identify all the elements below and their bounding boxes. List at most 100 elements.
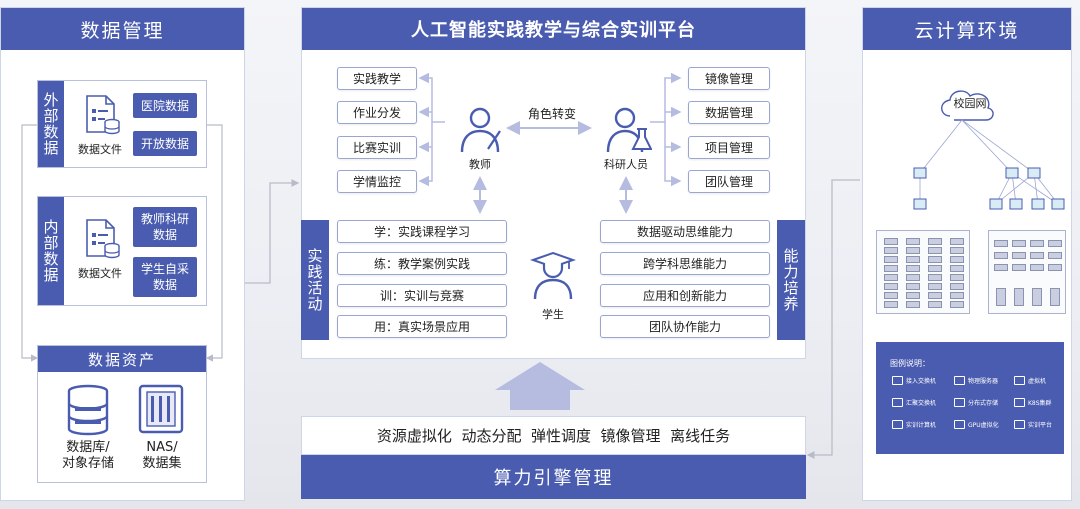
storage-unit	[1032, 288, 1042, 306]
database-icon	[67, 384, 109, 436]
nas-dataset-label: NAS/ 数据集	[142, 440, 182, 471]
engine-title: 算力引擎管理	[301, 455, 806, 499]
server-unit	[1048, 240, 1062, 247]
vm-icon	[1014, 376, 1025, 385]
server-unit	[884, 256, 898, 263]
legend-training-platform: 实训平台	[1014, 420, 1052, 429]
student-label: 学生	[542, 308, 564, 321]
server-unit	[1012, 240, 1026, 247]
data-assets-title: 数据资产	[38, 346, 206, 372]
hospital-data-box: 医院数据	[133, 93, 197, 118]
ability-item-teamwork: 团队协作能力	[600, 315, 770, 338]
open-data-box: 开放数据	[133, 131, 197, 156]
data-file-icon	[86, 219, 120, 259]
physical-server-icon	[954, 376, 965, 385]
legend-physical-server: 物理服务器	[954, 376, 998, 385]
server-unit	[906, 274, 920, 281]
computer-icon	[892, 420, 903, 429]
access-switch-icon	[892, 376, 903, 385]
teacher-function-monitoring: 学情监控	[337, 170, 417, 193]
internal-data-group: 内部数据 数据文件 教师科研 数据 学生自采 数据	[37, 196, 207, 306]
server-unit	[884, 301, 898, 308]
platform-title: 人工智能实践教学与综合实训平台	[302, 8, 805, 50]
server-unit	[950, 247, 964, 254]
server-unit	[928, 238, 942, 245]
practice-item-apply: 用：真实场景应用	[337, 315, 507, 338]
server-unit	[994, 264, 1008, 271]
server-unit	[1030, 252, 1044, 259]
student-collected-data-box: 学生自采 数据	[133, 257, 197, 297]
server-unit	[906, 247, 920, 254]
server-unit	[1012, 252, 1026, 259]
server-unit	[928, 265, 942, 272]
external-data-group: 外部数据 数据文件 医院数据 开放数据	[37, 80, 207, 168]
legend-box: 图例说明： 接入交换机 物理服务器 虚拟机 汇聚交换机 分布式存储 K8S集群 …	[876, 342, 1064, 454]
server-unit	[884, 292, 898, 299]
legend-distributed-storage: 分布式存储	[954, 398, 998, 407]
server-unit	[928, 292, 942, 299]
role-switch-label: 角色转变	[527, 107, 576, 121]
legend-training-computer: 实训计算机	[892, 420, 936, 429]
legend-title: 图例说明：	[890, 359, 930, 368]
storage-unit	[1050, 288, 1060, 306]
storage-unit	[996, 288, 1006, 306]
ability-development-label: 能力培养	[777, 220, 805, 340]
practice-item-train: 训：实训与竞赛	[337, 284, 507, 307]
engine-features-bar: 资源虚拟化 动态分配 弹性调度 镜像管理 离线任务	[301, 416, 806, 455]
teacher-function-homework: 作业分发	[337, 101, 417, 124]
server-unit	[884, 274, 898, 281]
server-unit	[906, 238, 920, 245]
data-management-title: 数据管理	[1, 8, 244, 50]
ability-item-innovation: 应用和创新能力	[600, 284, 770, 307]
network-topology	[913, 90, 1065, 210]
internal-data-label: 内部数据	[38, 197, 64, 305]
researcher-function-team-mgmt: 团队管理	[688, 170, 770, 193]
k8s-icon	[1014, 398, 1025, 407]
nas-icon	[138, 384, 184, 434]
server-unit	[884, 265, 898, 272]
internal-file-label: 数据文件	[78, 267, 122, 280]
storage-icon	[954, 398, 965, 407]
teacher-function-practice-teaching: 实践教学	[337, 67, 417, 90]
teacher-label: 教师	[469, 158, 491, 171]
gpu-icon	[954, 420, 965, 429]
server-unit	[1030, 264, 1044, 271]
server-unit	[1048, 252, 1062, 259]
ability-item-interdisciplinary: 跨学科思维能力	[600, 252, 770, 275]
server-unit	[950, 292, 964, 299]
researcher-function-project-mgmt: 项目管理	[688, 136, 770, 159]
legend-core-switch: 汇聚交换机	[892, 398, 936, 407]
researcher-label: 科研人员	[604, 158, 648, 171]
data-assets-group: 数据资产 数据库/ 对象存储 NAS/ 数据集	[37, 345, 207, 483]
server-unit	[884, 247, 898, 254]
server-unit	[928, 301, 942, 308]
legend-access-switch: 接入交换机	[892, 376, 936, 385]
server-unit	[1048, 264, 1062, 271]
server-unit	[928, 256, 942, 263]
practice-item-learn: 学：实践课程学习	[337, 220, 507, 243]
legend-gpu-virtualization: GPU虚拟化	[954, 420, 999, 429]
teacher-research-data-box: 教师科研 数据	[133, 207, 197, 247]
server-unit	[928, 274, 942, 281]
teacher-function-competition: 比赛实训	[337, 136, 417, 159]
server-unit	[906, 301, 920, 308]
server-unit	[928, 247, 942, 254]
server-unit	[906, 265, 920, 272]
legend-vm: 虚拟机	[1014, 376, 1046, 385]
server-unit	[950, 283, 964, 290]
server-unit	[950, 301, 964, 308]
teacher-icon	[460, 107, 501, 153]
server-unit	[1012, 264, 1026, 271]
storage-unit	[1014, 288, 1024, 306]
database-storage-label: 数据库/ 对象存储	[61, 440, 114, 471]
student-icon	[530, 252, 576, 300]
server-unit	[906, 292, 920, 299]
campus-network-label: 校园网	[953, 97, 987, 110]
ability-item-data-driven: 数据驱动思维能力	[600, 220, 770, 243]
server-rack-left-units	[876, 230, 970, 314]
cloud-environment-title: 云计算环境	[863, 8, 1071, 50]
platform-icon	[1014, 420, 1025, 429]
core-switch-icon	[892, 398, 903, 407]
server-unit	[994, 240, 1008, 247]
researcher-function-image-mgmt: 镜像管理	[688, 67, 770, 90]
